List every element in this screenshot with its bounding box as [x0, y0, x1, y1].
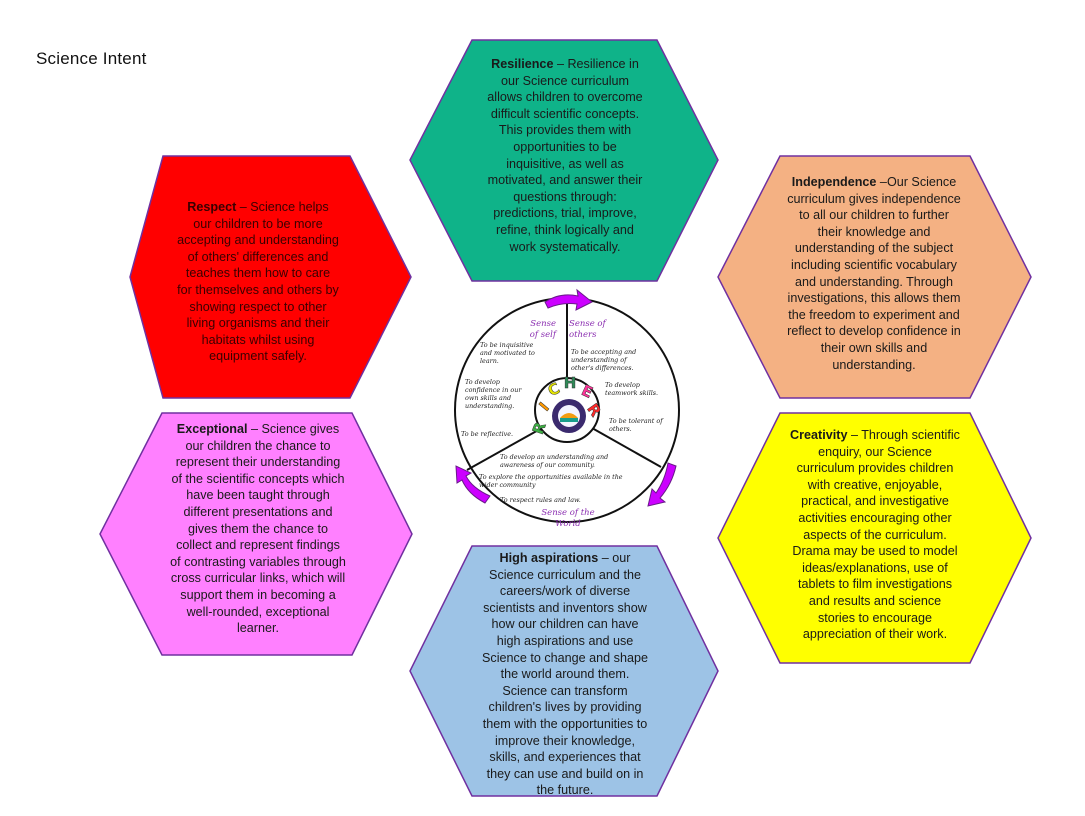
wheel-item-others: other's differences.: [571, 364, 634, 372]
hexagon-exceptional-text: Exceptional – Science gives our children…: [170, 421, 346, 637]
emblem-water-icon: [560, 418, 578, 422]
wheel-item-others: To be accepting and: [571, 348, 636, 356]
page-title: Science Intent: [36, 49, 147, 68]
hexagon-high-aspirations-text: High aspirations – our Science curriculu…: [480, 550, 650, 799]
section-heading-others: Sense of: [569, 319, 608, 329]
hexagon-independence-text: Independence –Our Science curriculum giv…: [786, 174, 962, 373]
wheel-divider-right: [591, 427, 662, 468]
school-emblem: [552, 399, 586, 433]
section-heading-others: others: [569, 330, 597, 340]
hexagon-resilience-body: – Resilience in our Science curriculum a…: [487, 57, 643, 254]
section-heading-world: Sense of the: [541, 508, 594, 518]
wheel-item-world: To respect rules and law.: [500, 496, 581, 504]
wheel-item-self: To be inquisitive: [480, 341, 534, 349]
wheel-item-world: awareness of our community.: [500, 461, 595, 469]
wheel-item-world: wider community: [479, 481, 536, 489]
wheel-item-others: To be tolerant of: [609, 417, 664, 425]
richer-letter: H: [564, 374, 577, 392]
wheel-item-self: own skills and: [465, 394, 511, 402]
hexagon-creativity-body: – Through scientific enquiry, our Scienc…: [792, 428, 960, 642]
hexagon-independence-heading: Independence: [791, 175, 877, 189]
wheel-item-others: To develop: [605, 381, 640, 389]
wheel-item-others: others.: [609, 425, 632, 433]
hexagon-respect-heading: Respect: [187, 200, 237, 214]
emblem-sun-icon: [560, 413, 578, 418]
hexagon-resilience-text: Resilience – Resilience in our Science c…: [484, 56, 646, 255]
wheel-item-others: understanding of: [571, 356, 628, 364]
section-heading-self: Sense: [530, 319, 556, 329]
hexagon-exceptional: [99, 412, 413, 656]
wheel-item-others: teamwork skills.: [605, 389, 658, 397]
wheel-item-self: To be reflective.: [461, 430, 513, 438]
hexagon-high-aspirations: [409, 545, 719, 797]
wheel-item-self: confidence in our: [465, 386, 522, 394]
hexagon-creativity: [717, 412, 1032, 664]
hexagon-creativity-heading: Creativity: [790, 428, 848, 442]
wheel-item-self: learn.: [480, 357, 499, 365]
hexagon-independence-body: –Our Science curriculum gives independen…: [787, 175, 961, 372]
cycle-arrow-top-icon: [544, 288, 593, 311]
wheel-item-self: and motivated to: [480, 349, 535, 357]
wheel-item-self: To develop: [465, 378, 500, 386]
hexagon-respect-text: Respect – Science helps our children to …: [177, 199, 339, 365]
hexagon-resilience-heading: Resilience: [491, 57, 554, 71]
hexagon-high-aspirations-body: – our Science curriculum and the careers…: [482, 551, 648, 798]
wheel-item-world: To explore the opportunities available i…: [479, 473, 623, 481]
wheel-item-self: understanding.: [465, 402, 514, 410]
wheel-divider-left: [466, 427, 543, 471]
section-heading-self: of self: [530, 330, 558, 340]
hexagon-resilience: [409, 39, 719, 282]
hexagon-respect: [129, 155, 412, 399]
cycle-arrow-right-icon: [647, 462, 677, 507]
section-heading-world: World: [555, 519, 581, 529]
hexagon-high-aspirations-heading: High aspirations: [499, 551, 599, 565]
wheel-item-world: To develop an understanding and: [500, 453, 608, 461]
hexagon-independence: [717, 155, 1032, 399]
hexagon-exceptional-heading: Exceptional: [176, 422, 248, 436]
hexagon-creativity-text: Creativity – Through scientific enquiry,…: [789, 427, 961, 643]
cycle-arrow-left-icon: [455, 465, 491, 504]
hexagon-exceptional-body: – Science gives our children the chance …: [170, 422, 346, 636]
hexagon-respect-body: – Science helps our children to be more …: [177, 200, 339, 364]
